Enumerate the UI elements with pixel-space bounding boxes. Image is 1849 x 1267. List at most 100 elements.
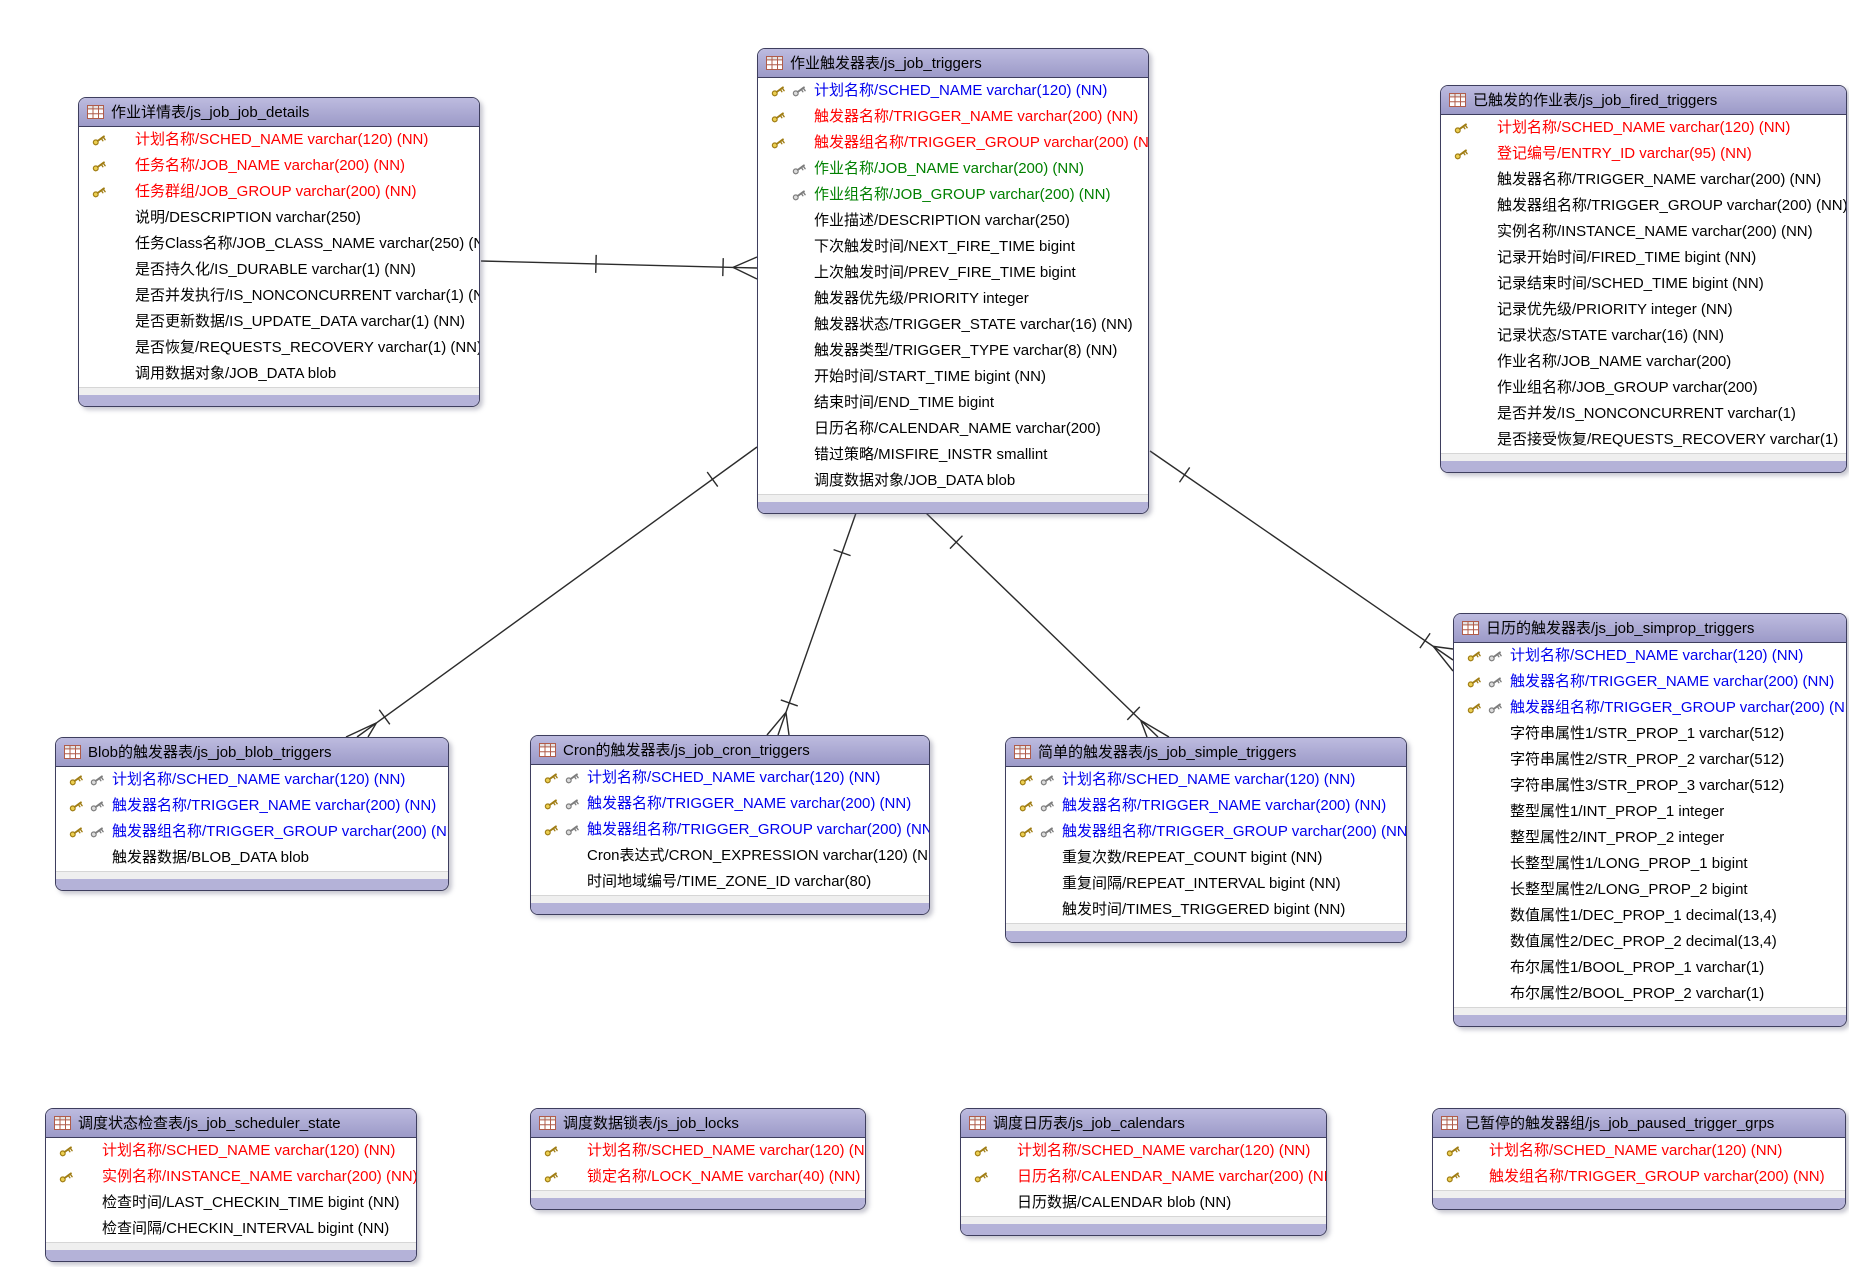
table-header[interactable]: Blob的触发器表/js_job_blob_triggers [56,738,448,767]
relationship-js_job_job_details--js_job_triggers[interactable] [480,254,758,280]
column-row[interactable]: 长整型属性2/LONG_PROP_2 bigint [1454,877,1846,903]
column-row[interactable]: 调用数据对象/JOB_DATA blob [79,361,479,387]
column-row[interactable]: 调度数据对象/JOB_DATA blob [758,468,1148,494]
column-row[interactable]: 开始时间/START_TIME bigint (NN) [758,364,1148,390]
column-row[interactable]: 整型属性1/INT_PROP_1 integer [1454,799,1846,825]
column-row[interactable]: 长整型属性1/LONG_PROP_1 bigint [1454,851,1846,877]
column-row[interactable]: 触发器组名称/TRIGGER_GROUP varchar(200) (NN) [1441,193,1846,219]
column-row[interactable]: 时间地域编号/TIME_ZONE_ID varchar(80) [531,869,929,895]
column-row[interactable]: 是否并发/IS_NONCONCURRENT varchar(1) [1441,401,1846,427]
column-row[interactable]: 触发器组名称/TRIGGER_GROUP varchar(200) (NN) [758,130,1148,156]
table-header[interactable]: 作业详情表/js_job_job_details [79,98,479,127]
column-row[interactable]: 作业描述/DESCRIPTION varchar(250) [758,208,1148,234]
column-row[interactable]: 计划名称/SCHED_NAME varchar(120) (NN) [1433,1138,1845,1164]
column-row[interactable]: 触发器名称/TRIGGER_NAME varchar(200) (NN) [531,791,929,817]
column-row[interactable]: 作业名称/JOB_NAME varchar(200) [1441,349,1846,375]
column-row[interactable]: 结束时间/END_TIME bigint [758,390,1148,416]
table-header[interactable]: 调度数据锁表/js_job_locks [531,1109,865,1138]
column-row[interactable]: 触发器名称/TRIGGER_NAME varchar(200) (NN) [1454,669,1846,695]
column-row[interactable]: 触发器组名称/TRIGGER_GROUP varchar(200) (NN) [1454,695,1846,721]
column-row[interactable]: 触发器名称/TRIGGER_NAME varchar(200) (NN) [1006,793,1406,819]
column-row[interactable]: 触发器数据/BLOB_DATA blob [56,845,448,871]
column-row[interactable]: 记录优先级/PRIORITY integer (NN) [1441,297,1846,323]
table-header[interactable]: 已触发的作业表/js_job_fired_triggers [1441,86,1846,115]
column-row[interactable]: 计划名称/SCHED_NAME varchar(120) (NN) [531,765,929,791]
table-header[interactable]: 调度状态检查表/js_job_scheduler_state [46,1109,416,1138]
table-header[interactable]: 日历的触发器表/js_job_simprop_triggers [1454,614,1846,643]
column-row[interactable]: 触发器组名称/TRIGGER_GROUP varchar(200) (NN) [531,817,929,843]
column-row[interactable]: 记录开始时间/FIRED_TIME bigint (NN) [1441,245,1846,271]
column-row[interactable]: 检查时间/LAST_CHECKIN_TIME bigint (NN) [46,1190,416,1216]
column-row[interactable]: 触发器组名称/TRIGGER_GROUP varchar(200) (NN) [1006,819,1406,845]
column-row[interactable]: 作业名称/JOB_NAME varchar(200) (NN) [758,156,1148,182]
column-row[interactable]: 字符串属性1/STR_PROP_1 varchar(512) [1454,721,1846,747]
table-header[interactable]: 已暂停的触发器组/js_job_paused_trigger_grps [1433,1109,1845,1138]
column-row[interactable]: 字符串属性3/STR_PROP_3 varchar(512) [1454,773,1846,799]
column-row[interactable]: 错过策略/MISFIRE_INSTR smallint [758,442,1148,468]
column-row[interactable]: 实例名称/INSTANCE_NAME varchar(200) (NN) [46,1164,416,1190]
column-row[interactable]: 是否接受恢复/REQUESTS_RECOVERY varchar(1) [1441,427,1846,453]
column-row[interactable]: 锁定名称/LOCK_NAME varchar(40) (NN) [531,1164,865,1190]
column-row[interactable]: 计划名称/SCHED_NAME varchar(120) (NN) [1441,115,1846,141]
column-row[interactable]: 是否更新数据/IS_UPDATE_DATA varchar(1) (NN) [79,309,479,335]
column-row[interactable]: 检查间隔/CHECKIN_INTERVAL bigint (NN) [46,1216,416,1242]
relationship-js_job_triggers--js_job_simple_triggers[interactable] [925,512,1170,738]
column-row[interactable]: 作业组名称/JOB_GROUP varchar(200) [1441,375,1846,401]
table-header[interactable]: 作业触发器表/js_job_triggers [758,49,1148,78]
column-row[interactable]: 触发器优先级/PRIORITY integer [758,286,1148,312]
column-row[interactable]: 数值属性1/DEC_PROP_1 decimal(13,4) [1454,903,1846,929]
column-row[interactable]: 任务Class名称/JOB_CLASS_NAME varchar(250) (N… [79,231,479,257]
column-row[interactable]: 计划名称/SCHED_NAME varchar(120) (NN) [758,78,1148,104]
column-row[interactable]: 下次触发时间/NEXT_FIRE_TIME bigint [758,234,1148,260]
column-row[interactable]: 整型属性2/INT_PROP_2 integer [1454,825,1846,851]
table-header[interactable]: 调度日历表/js_job_calendars [961,1109,1326,1138]
column-row[interactable]: 任务群组/JOB_GROUP varchar(200) (NN) [79,179,479,205]
column-row[interactable]: 说明/DESCRIPTION varchar(250) [79,205,479,231]
column-row[interactable]: 记录结束时间/SCHED_TIME bigint (NN) [1441,271,1846,297]
column-row[interactable]: 登记编号/ENTRY_ID varchar(95) (NN) [1441,141,1846,167]
column-row[interactable]: 触发时间/TIMES_TRIGGERED bigint (NN) [1006,897,1406,923]
column-row[interactable]: 作业组名称/JOB_GROUP varchar(200) (NN) [758,182,1148,208]
relationship-js_job_triggers--js_job_blob_triggers[interactable] [345,446,758,738]
column-row[interactable]: 计划名称/SCHED_NAME varchar(120) (NN) [961,1138,1326,1164]
table-header[interactable]: Cron的触发器表/js_job_cron_triggers [531,736,929,765]
column-row[interactable]: 是否恢复/REQUESTS_RECOVERY varchar(1) (NN) [79,335,479,361]
relationship-js_job_triggers--js_job_cron_triggers[interactable] [766,512,857,736]
column-row[interactable]: 记录状态/STATE varchar(16) (NN) [1441,323,1846,349]
relationship-js_job_triggers--js_job_simprop_triggers[interactable] [1149,450,1454,672]
column-row[interactable]: 计划名称/SCHED_NAME varchar(120) (NN) [46,1138,416,1164]
column-row[interactable]: 日历数据/CALENDAR blob (NN) [961,1190,1326,1216]
column-row[interactable]: 触发器名称/TRIGGER_NAME varchar(200) (NN) [758,104,1148,130]
column-row[interactable]: 计划名称/SCHED_NAME varchar(120) (NN) [1006,767,1406,793]
column-row[interactable]: 实例名称/INSTANCE_NAME varchar(200) (NN) [1441,219,1846,245]
column-row[interactable]: 触发器类型/TRIGGER_TYPE varchar(8) (NN) [758,338,1148,364]
column-row[interactable]: 字符串属性2/STR_PROP_2 varchar(512) [1454,747,1846,773]
column-row[interactable]: 日历名称/CALENDAR_NAME varchar(200) (NN) [961,1164,1326,1190]
column-row[interactable]: Cron表达式/CRON_EXPRESSION varchar(120) (NN… [531,843,929,869]
table-header[interactable]: 简单的触发器表/js_job_simple_triggers [1006,738,1406,767]
column-row[interactable]: 触发器状态/TRIGGER_STATE varchar(16) (NN) [758,312,1148,338]
column-row[interactable]: 重复次数/REPEAT_COUNT bigint (NN) [1006,845,1406,871]
column-row[interactable]: 计划名称/SCHED_NAME varchar(120) (NN) [79,127,479,153]
column-row[interactable]: 触发组名称/TRIGGER_GROUP varchar(200) (NN) [1433,1164,1845,1190]
column-row[interactable]: 数值属性2/DEC_PROP_2 decimal(13,4) [1454,929,1846,955]
column-row[interactable]: 重复间隔/REPEAT_INTERVAL bigint (NN) [1006,871,1406,897]
column-row[interactable]: 触发器名称/TRIGGER_NAME varchar(200) (NN) [1441,167,1846,193]
column-row[interactable]: 触发器名称/TRIGGER_NAME varchar(200) (NN) [56,793,448,819]
column-row[interactable]: 布尔属性2/BOOL_PROP_2 varchar(1) [1454,981,1846,1007]
column-row[interactable]: 是否持久化/IS_DURABLE varchar(1) (NN) [79,257,479,283]
column-row[interactable]: 布尔属性1/BOOL_PROP_1 varchar(1) [1454,955,1846,981]
column-row[interactable]: 计划名称/SCHED_NAME varchar(120) (NN) [56,767,448,793]
